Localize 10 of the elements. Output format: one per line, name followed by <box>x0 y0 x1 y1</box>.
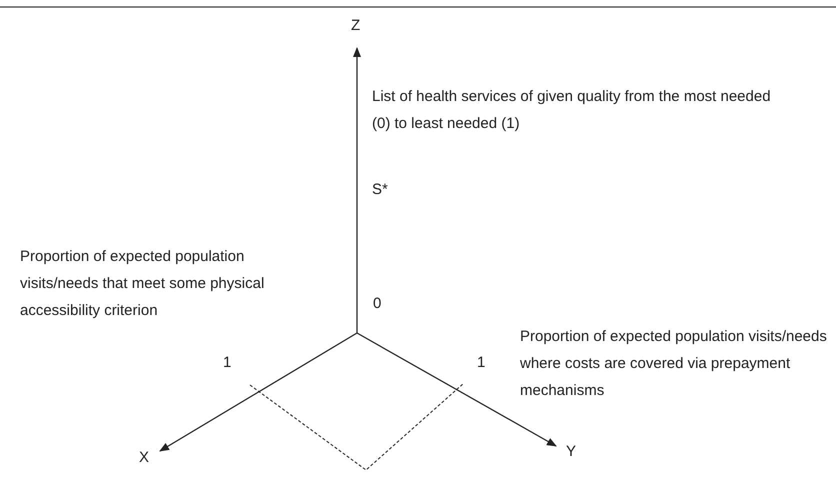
axis-label: Z <box>351 16 360 36</box>
axis-label: Y <box>566 442 576 462</box>
tick-label: 1 <box>223 353 232 373</box>
axis-label: X <box>139 448 150 468</box>
axis-description: Proportion of expected population visits/needs that meet some physical accessibility criterion <box>20 247 266 321</box>
axis-description: Proportion of expected population visits/needs where costs are covered via prepayment mechanisms <box>520 327 828 401</box>
origin-label: 0 <box>373 294 382 314</box>
tick-label: 1 <box>477 353 486 373</box>
axis-description: List of health services of given quality from the most needed (0) to least needed (1) <box>372 87 772 134</box>
axis-marker: S* <box>372 180 388 200</box>
